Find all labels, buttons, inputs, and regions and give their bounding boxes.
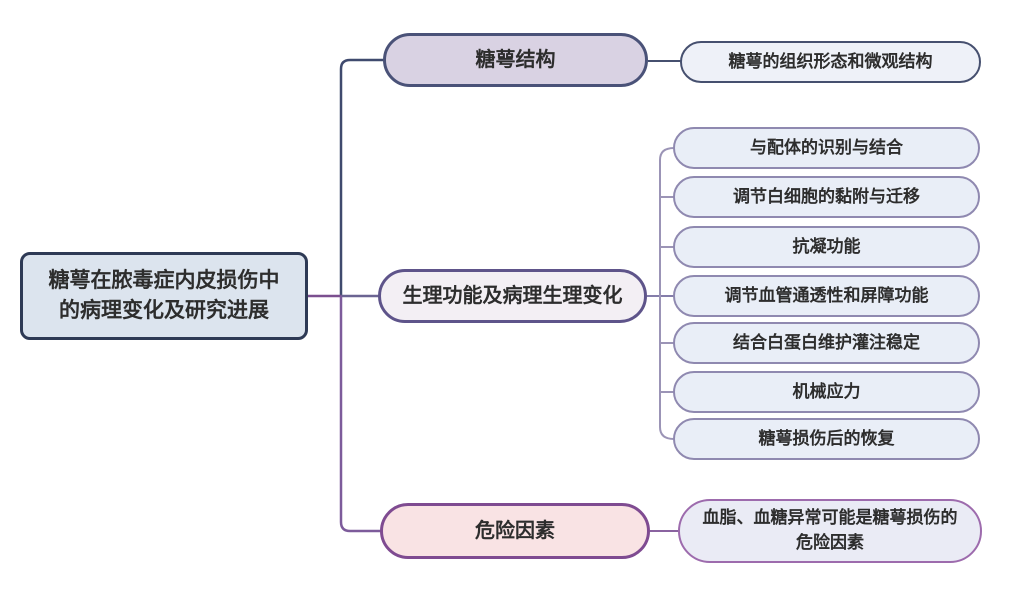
leaf-topic-albumin-perfusion[interactable]: 结合白蛋白维护灌注稳定 — [673, 322, 980, 364]
leaf-topic-tissue-morphology[interactable]: 糖萼的组织形态和微观结构 — [680, 41, 981, 83]
leaf-topic-ligand-recognition[interactable]: 与配体的识别与结合 — [673, 127, 980, 169]
root-topic[interactable]: 糖萼在脓毒症内皮损伤中 的病理变化及研究进展 — [20, 252, 308, 340]
leaf-topic-anticoagulation[interactable]: 抗凝功能 — [673, 226, 980, 268]
leaf-topic-leukocyte-adhesion[interactable]: 调节白细胞的黏附与迁移 — [673, 176, 980, 218]
leaf-topic-recovery-after-injury[interactable]: 糖萼损伤后的恢复 — [673, 418, 980, 460]
leaf-topic-vascular-permeability[interactable]: 调节血管通透性和屏障功能 — [673, 275, 980, 317]
branch-topic-physiology-pathophysiology[interactable]: 生理功能及病理生理变化 — [378, 269, 647, 323]
branch-topic-glycocalyx-structure[interactable]: 糖萼结构 — [383, 33, 648, 87]
leaf-topic-lipid-glucose-risk[interactable]: 血脂、血糖异常可能是糖萼损伤的 危险因素 — [678, 499, 982, 563]
branch-topic-risk-factors[interactable]: 危险因素 — [380, 503, 650, 559]
leaf-topic-mechanical-stress[interactable]: 机械应力 — [673, 371, 980, 413]
